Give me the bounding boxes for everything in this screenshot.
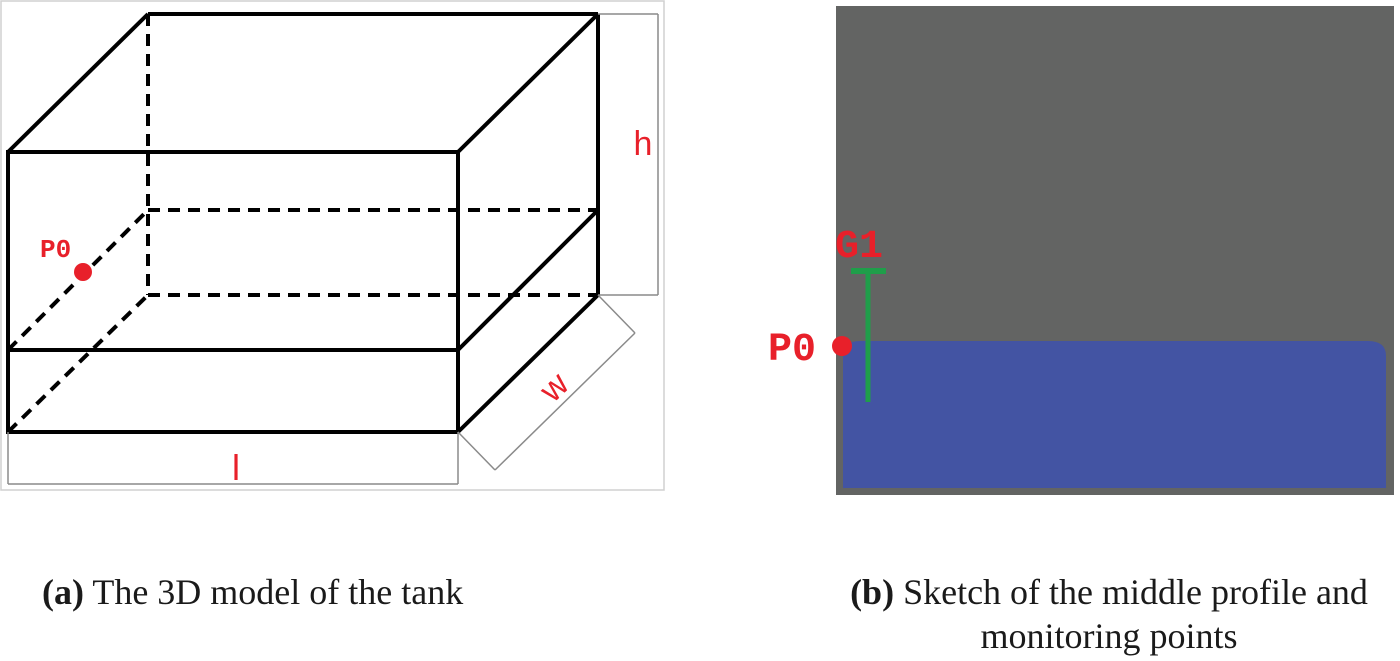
caption-panel-a: (a) The 3D model of the tank: [42, 570, 463, 614]
monitoring-point-p0-marker-b: [832, 336, 852, 356]
caption-panel-b: (b) Sketch of the middle profile and mon…: [818, 570, 1400, 658]
wave-gauge-g1-label: G1: [835, 225, 883, 270]
panel-b-middle-profile: G1 P0: [768, 6, 1394, 495]
dimension-label-h: h: [634, 125, 653, 163]
monitoring-point-p0-label: P0: [40, 235, 71, 265]
dimension-label-l: l: [232, 447, 240, 488]
dimension-lines: [7, 13, 659, 485]
caption-b-text: Sketch of the middle profile and monitor…: [894, 572, 1368, 656]
tank-visible-edges: [6, 12, 600, 434]
caption-a-tag: (a): [42, 572, 84, 612]
caption-b-tag: (b): [850, 572, 895, 612]
panel-a-tank-model: h w l P0: [0, 0, 665, 491]
monitoring-point-p0-marker: [74, 263, 92, 281]
panel-a-frame: [0, 0, 665, 491]
tank-hidden-edges: [6, 14, 598, 434]
monitoring-point-p0-label-b: P0: [768, 328, 816, 373]
dimension-label-w: w: [532, 365, 577, 410]
water-region: [843, 341, 1386, 488]
caption-a-text: The 3D model of the tank: [83, 572, 464, 612]
